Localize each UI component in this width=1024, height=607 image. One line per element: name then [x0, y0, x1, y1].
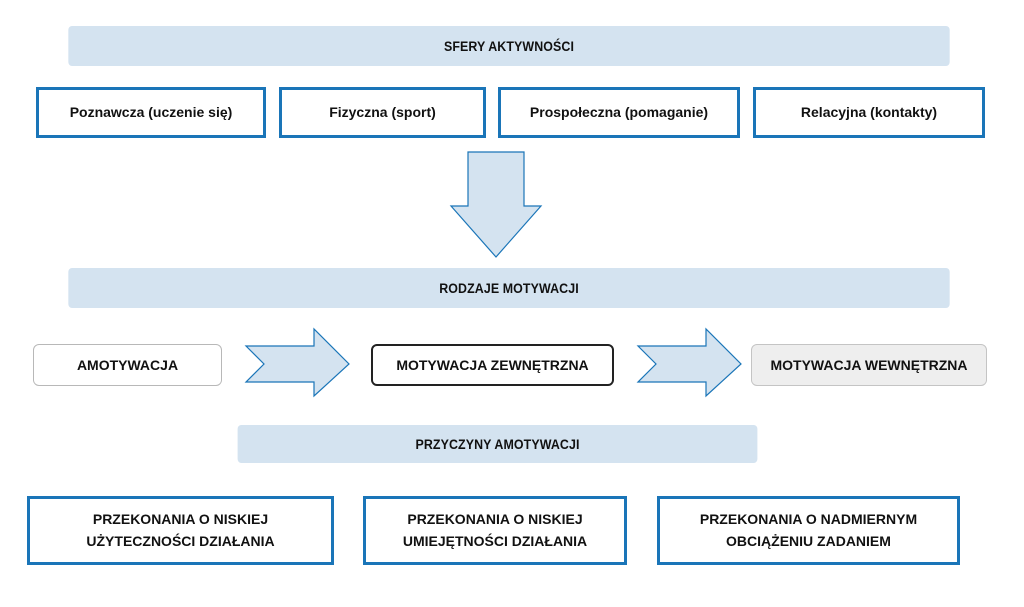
motivation-extrinsic: MOTYWACJA ZEWNĘTRZNA	[371, 344, 614, 386]
motivation-intrinsic-label: MOTYWACJA WEWNĘTRZNA	[770, 357, 968, 373]
right-arrow-shape-2	[636, 327, 742, 398]
cause-box-usefulness: PRZEKONANIA O NISKIEJ UŻYTECZNOŚCI DZIAŁ…	[27, 496, 334, 565]
right-arrow-shape-1	[244, 327, 350, 398]
cause-box-skills-line2: UMIEJĘTNOŚCI DZIAŁANIA	[402, 532, 588, 549]
cause-box-burden: PRZEKONANIA O NADMIERNYM OBCIĄŻENIU ZADA…	[657, 496, 960, 565]
motivation-amotivation: AMOTYWACJA	[33, 344, 222, 386]
right-arrow-icon	[636, 327, 742, 398]
section-header-causes-label: PRZYCZYNY AMOTYWACJI	[415, 436, 580, 452]
sphere-box-relational: Relacyjna (kontakty)	[753, 87, 985, 138]
sphere-box-prosocial: Prospołeczna (pomaganie)	[498, 87, 740, 138]
motivation-extrinsic-label: MOTYWACJA ZEWNĘTRZNA	[396, 357, 589, 373]
sphere-box-prosocial-label: Prospołeczna (pomaganie)	[529, 103, 709, 120]
cause-box-burden-line1: PRZEKONANIA O NADMIERNYM	[699, 510, 918, 527]
section-header-causes: PRZYCZYNY AMOTYWACJI	[237, 425, 758, 463]
down-arrow-shape	[449, 151, 543, 258]
down-arrow-icon	[449, 151, 543, 258]
section-header-spheres-label: SFERY AKTYWNOŚCI	[443, 38, 575, 54]
cause-box-skills: PRZEKONANIA O NISKIEJ UMIEJĘTNOŚCI DZIAŁ…	[363, 496, 627, 565]
cause-box-usefulness-line2: UŻYTECZNOŚCI DZIAŁANIA	[86, 532, 275, 549]
cause-box-burden-line2: OBCIĄŻENIU ZADANIEM	[726, 532, 891, 549]
section-header-spheres: SFERY AKTYWNOŚCI	[68, 26, 950, 66]
right-arrow-icon	[244, 327, 350, 398]
motivation-intrinsic: MOTYWACJA WEWNĘTRZNA	[751, 344, 987, 386]
sphere-box-relational-label: Relacyjna (kontakty)	[800, 103, 938, 120]
sphere-box-physical-label: Fizyczna (sport)	[329, 103, 436, 120]
section-header-types: RODZAJE MOTYWACJI	[68, 268, 950, 308]
sphere-box-cognitive: Poznawcza (uczenie się)	[36, 87, 266, 138]
cause-box-usefulness-line1: PRZEKONANIA O NISKIEJ	[92, 510, 269, 527]
sphere-box-physical: Fizyczna (sport)	[279, 87, 486, 138]
cause-box-skills-line1: PRZEKONANIA O NISKIEJ	[407, 510, 583, 527]
motivation-amotivation-label: AMOTYWACJA	[76, 357, 179, 373]
section-header-types-label: RODZAJE MOTYWACJI	[439, 280, 579, 296]
sphere-box-cognitive-label: Poznawcza (uczenie się)	[69, 103, 233, 120]
